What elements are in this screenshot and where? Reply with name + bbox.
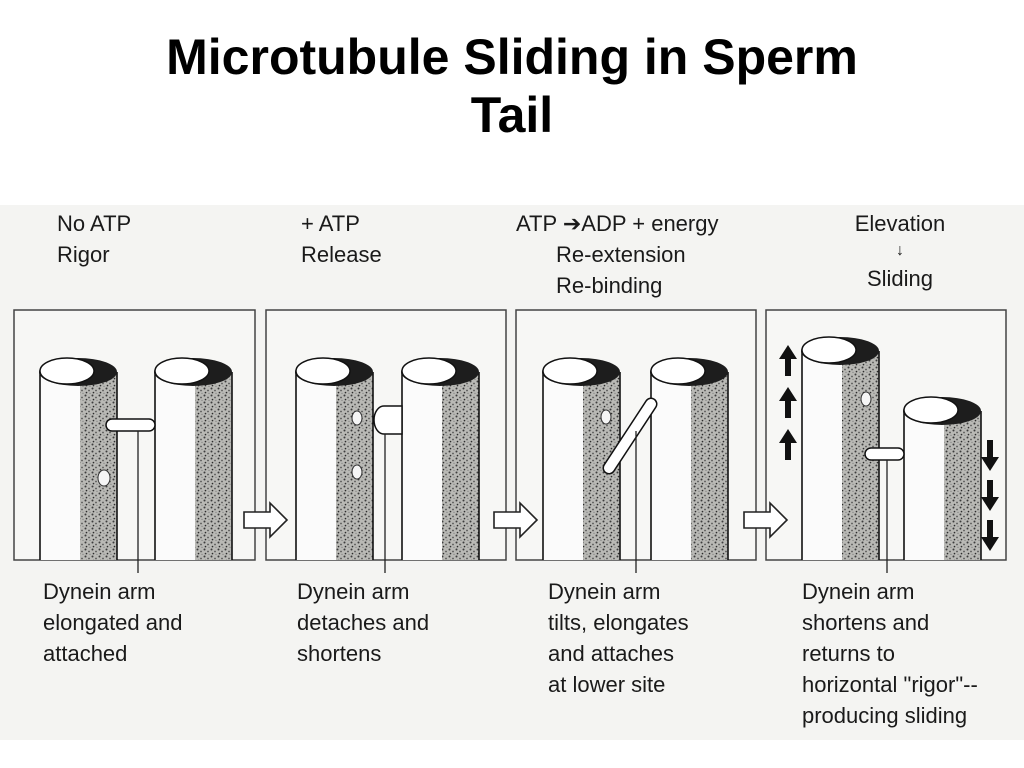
caption-line: detaches and [297,610,430,635]
title-line-1: Microtubule Sliding in Sperm [166,29,858,85]
caption-line: producing sliding [802,703,968,728]
down-arrow-icon [981,480,999,511]
caption-line: Dynein arm [43,579,156,604]
caption-line: and attaches [548,641,674,666]
microtubule [542,357,621,560]
panel-caption-2: Dynein arm detaches and shortens [297,576,429,669]
caption-line: elongated and [43,610,183,635]
up-arrow-icon [779,387,797,418]
header-line: Elevation [854,211,946,236]
dynein-arm [105,418,156,432]
up-arrow-icon [779,345,797,376]
caption-line: at lower site [548,672,666,697]
caption-line: attached [43,641,128,666]
microtubule [154,357,233,560]
up-arrow-icon [779,429,797,460]
caption-line: Dynein arm [297,579,410,604]
header-line: No ATP [57,211,132,236]
title-line-2: Tail [470,87,554,143]
caption-line: Dynein arm [548,579,661,604]
header-line: Sliding [866,266,934,291]
microtubule-diagram [13,309,1007,573]
panel-header-1: No ATP Rigor [57,208,131,270]
header-line: ATP ➔ADP + energy [516,211,719,236]
microtubule [295,357,374,560]
header-line: Re-binding [556,273,663,298]
header-line: + ATP [301,211,360,236]
panel-header-2: + ATP Release [301,208,382,270]
panel-caption-3: Dynein arm tilts, elongates and attaches… [548,576,689,700]
caption-line: horizontal "rigor"-- [802,672,978,697]
microtubule [39,357,118,560]
caption-line: returns to [802,641,895,666]
header-line: Re-extension [556,242,686,267]
caption-line: tilts, elongates [548,610,689,635]
microtubule [401,357,480,560]
panel-header-3: ATP ➔ADP + energy Re-extension Re-bindin… [516,208,718,301]
slide-title: Microtubule Sliding in Sperm Tail [0,28,1024,144]
caption-line: Dynein arm [802,579,915,604]
caption-line: shortens and [802,610,930,635]
microtubule-raised [801,336,880,560]
header-line: Rigor [57,242,110,267]
step-arrow-icon [243,501,289,539]
header-line: Release [301,242,382,267]
down-arrow-icon [981,440,999,471]
down-arrow-glyph: ↓ [896,242,904,259]
step-arrow-icon [743,501,789,539]
microtubule [650,357,729,560]
panel-caption-1: Dynein arm elongated and attached [43,576,182,669]
dynein-arm [864,447,905,461]
down-arrow-icon [981,520,999,551]
caption-line: shortens [297,641,382,666]
dynein-arm [604,399,656,473]
panel-caption-4: Dynein arm shortens and returns to horiz… [802,576,978,731]
panel-header-4: Elevation ↓ Sliding [828,208,972,294]
dynein-arm [373,405,403,435]
step-arrow-icon [493,501,539,539]
microtubule-lowered [903,396,982,560]
